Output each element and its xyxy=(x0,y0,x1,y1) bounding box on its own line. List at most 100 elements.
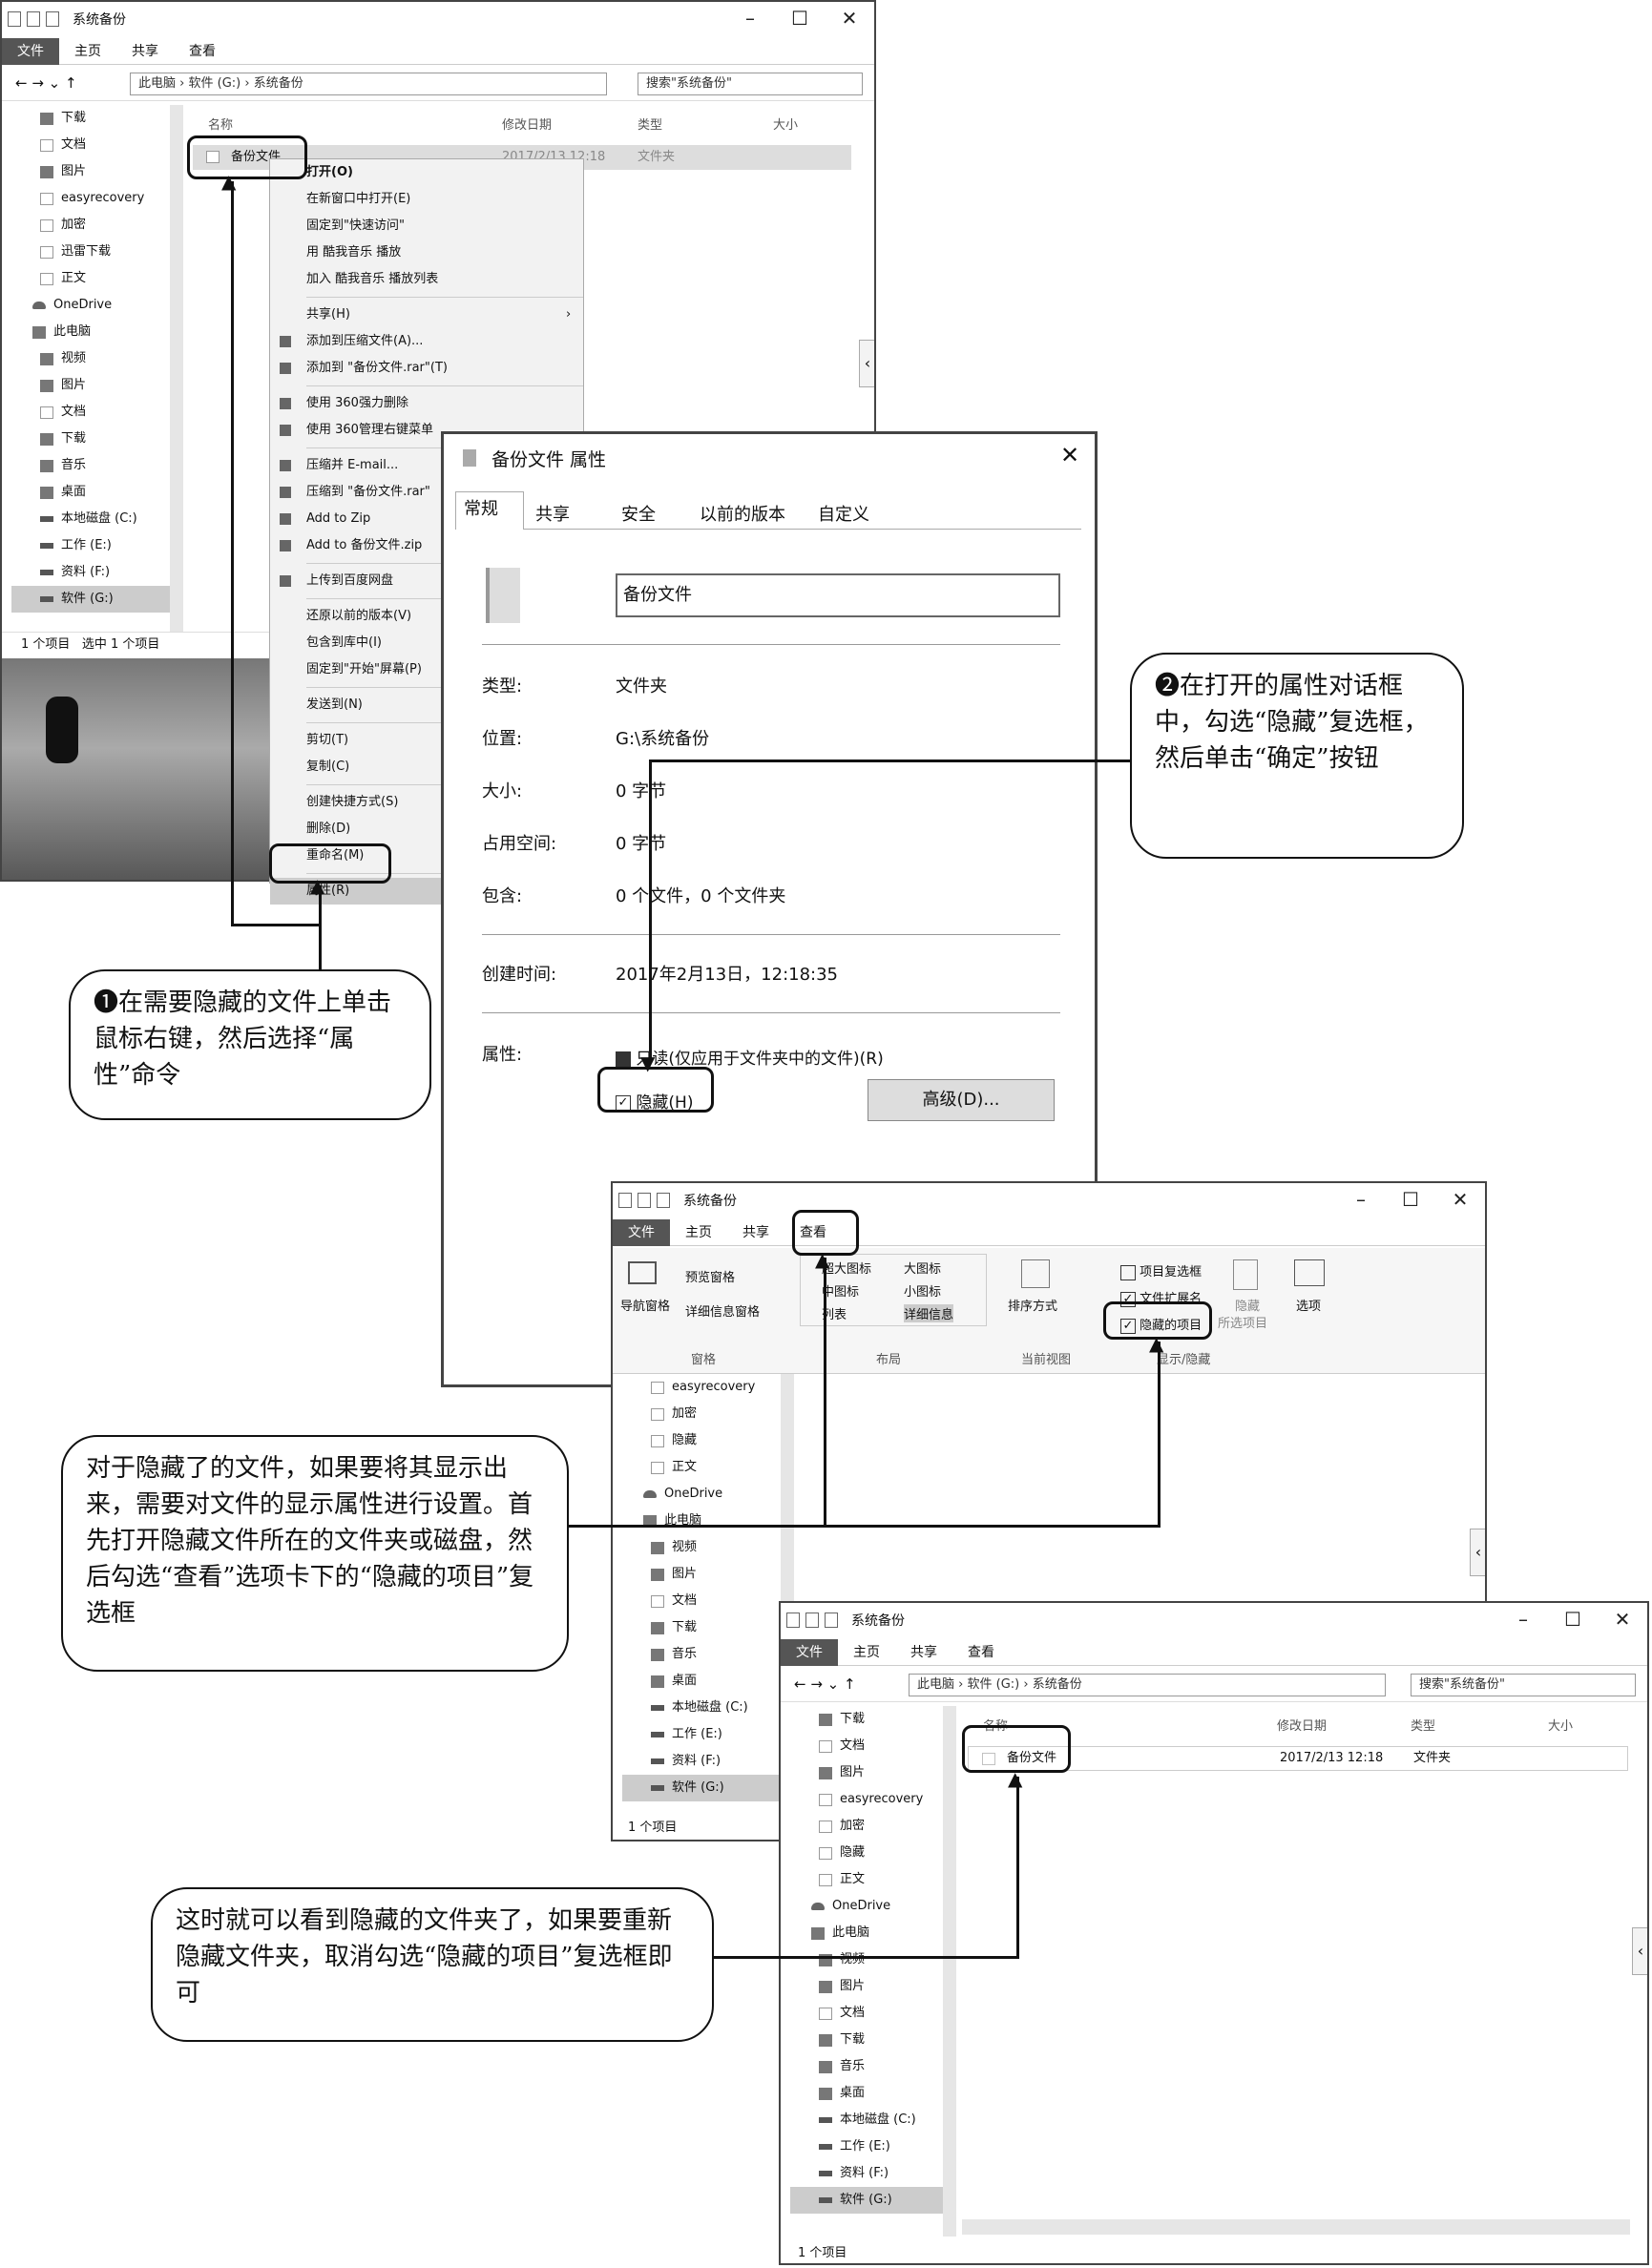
tab-general[interactable]: 常规 xyxy=(455,491,524,530)
sidebar-item[interactable]: 资料 (F:) xyxy=(40,559,174,586)
sidebar-item[interactable]: 音乐 xyxy=(819,2053,952,2080)
search-input[interactable]: 搜索"系统备份" xyxy=(1411,1674,1636,1696)
sidebar-item[interactable]: 图片 xyxy=(819,1759,952,1786)
readonly-checkbox[interactable]: 只读(仅应用于文件夹中的文件)(R) xyxy=(616,1045,884,1069)
sidebar-item[interactable]: 音乐 xyxy=(651,1641,784,1668)
menu-item[interactable]: 剪切(T) xyxy=(306,733,349,747)
menu-item[interactable]: 重命名(M) xyxy=(306,848,365,863)
menu-item[interactable]: 压缩并 E-mail... xyxy=(270,452,583,479)
minimize-button[interactable]: – xyxy=(745,7,755,30)
options-button[interactable]: 选项 xyxy=(1296,1300,1322,1314)
sidebar-item[interactable]: 工作 (E:) xyxy=(819,2133,952,2160)
menu-item[interactable]: 创建快捷方式(S) xyxy=(306,795,399,809)
sidebar-item[interactable]: 迅雷下载 xyxy=(40,239,174,265)
tab-sharing[interactable]: 共享 xyxy=(535,505,570,525)
tab-share[interactable]: 共享 xyxy=(132,44,158,59)
hidden-items-checkbox[interactable]: ✓ 隐藏的项目 xyxy=(1120,1315,1202,1334)
sidebar-item[interactable]: 图片 xyxy=(40,158,174,185)
maximize-button[interactable]: ☐ xyxy=(1402,1188,1419,1211)
close-button[interactable]: ✕ xyxy=(841,7,858,30)
column-size[interactable]: 大小 xyxy=(773,118,799,133)
sidebar-item[interactable]: 文档 xyxy=(40,132,174,158)
sidebar-item[interactable]: 正文 xyxy=(819,1866,952,1893)
sidebar-item-selected[interactable]: 软件 (G:) xyxy=(622,1775,784,1801)
menu-item[interactable]: 使用 360强力删除 xyxy=(270,390,583,417)
column-name[interactable]: 名称 xyxy=(208,118,234,133)
sidebar-item[interactable]: 隐藏 xyxy=(819,1840,952,1866)
maximize-button[interactable]: ☐ xyxy=(791,7,808,30)
column-date[interactable]: 修改日期 xyxy=(502,118,553,133)
item-checkboxes[interactable]: 项目复选框 xyxy=(1120,1261,1202,1280)
sidebar-item[interactable]: 加密 xyxy=(819,1813,952,1840)
sidebar-item[interactable]: 本地磁盘 (C:) xyxy=(40,506,174,532)
sidebar-item[interactable]: OneDrive xyxy=(643,1481,784,1508)
menu-item[interactable]: 用 酷我音乐 播放 xyxy=(306,245,402,260)
menu-item[interactable]: 使用 360管理右键菜单 xyxy=(270,417,583,444)
sidebar-item[interactable]: 下载 xyxy=(40,426,174,452)
sidebar-item[interactable]: 工作 (E:) xyxy=(40,532,174,559)
new-folder-icon[interactable] xyxy=(657,1193,670,1208)
menu-item[interactable]: 固定到"快速访问" xyxy=(306,218,405,233)
tab-security[interactable]: 安全 xyxy=(621,505,656,525)
menu-item[interactable]: 删除(D) xyxy=(306,822,351,836)
address-bar[interactable]: 此电脑 › 软件 (G:) › 系统备份 xyxy=(909,1674,1386,1696)
tab-share[interactable]: 共享 xyxy=(742,1225,769,1240)
column-type[interactable]: 类型 xyxy=(1411,1719,1436,1734)
close-button[interactable]: ✕ xyxy=(1452,1188,1469,1211)
layout-gallery[interactable]: 超大图标 大图标 中图标 小图标 列表 详细信息 xyxy=(800,1254,987,1326)
preview-pane-button[interactable]: 预览窗格 xyxy=(685,1271,736,1285)
breadcrumb-drive[interactable]: 软件 (G:) xyxy=(967,1677,1020,1692)
sidebar-item[interactable]: 音乐 xyxy=(40,452,174,479)
menu-item[interactable]: 添加到压缩文件(A)... xyxy=(270,328,583,355)
search-input[interactable]: 搜索"系统备份" xyxy=(638,73,863,95)
expand-pane-button[interactable]: ‹ xyxy=(859,340,874,387)
tab-view[interactable]: 查看 xyxy=(800,1225,826,1240)
breadcrumb-this-pc[interactable]: 此电脑 xyxy=(917,1677,955,1692)
sidebar-item[interactable]: 视频 xyxy=(651,1534,784,1561)
sidebar-item[interactable]: 图片 xyxy=(651,1561,784,1588)
layout-option[interactable]: 大图标 xyxy=(904,1262,942,1277)
properties-icon[interactable] xyxy=(805,1613,819,1628)
sidebar-item[interactable]: 文档 xyxy=(40,399,174,426)
sidebar-item[interactable]: 下载 xyxy=(819,2027,952,2053)
sidebar-scrollbar[interactable] xyxy=(943,1706,956,2237)
menu-item-open[interactable]: 打开(O) xyxy=(306,165,353,179)
address-bar[interactable]: 此电脑 › 软件 (G:) › 系统备份 xyxy=(130,73,607,95)
sidebar-item[interactable]: 文档 xyxy=(651,1588,784,1614)
expand-pane-button[interactable]: ‹ xyxy=(1632,1927,1647,1975)
sidebar-item[interactable]: 此电脑 xyxy=(643,1508,784,1534)
sidebar-item[interactable]: 图片 xyxy=(40,372,174,399)
menu-item[interactable]: 还原以前的版本(V) xyxy=(306,609,412,623)
column-date[interactable]: 修改日期 xyxy=(1277,1719,1328,1734)
sidebar-item-selected[interactable]: 软件 (G:) xyxy=(11,586,174,613)
sidebar-item[interactable]: 桌面 xyxy=(40,479,174,506)
sidebar-item[interactable]: 下载 xyxy=(40,105,174,132)
sidebar-item[interactable]: 视频 xyxy=(40,345,174,372)
menu-item[interactable]: Add to 备份文件.zip xyxy=(270,532,583,559)
breadcrumb-this-pc[interactable]: 此电脑 xyxy=(138,76,177,91)
file-row[interactable]: 备份文件 2017/2/13 12:18 文件夹 xyxy=(968,1746,1628,1771)
breadcrumb-folder[interactable]: 系统备份 xyxy=(1032,1677,1082,1692)
close-icon[interactable]: ✕ xyxy=(1060,442,1080,468)
menu-item[interactable]: 加入 酷我音乐 播放列表 xyxy=(306,272,439,286)
sort-button[interactable]: 排序方式 xyxy=(1008,1300,1058,1314)
layout-option-selected[interactable]: 详细信息 xyxy=(904,1304,954,1322)
tab-file[interactable]: 文件 xyxy=(2,38,59,65)
column-type[interactable]: 类型 xyxy=(638,118,663,133)
sidebar-item[interactable]: 此电脑 xyxy=(32,319,174,345)
sidebar-item[interactable]: 资料 (F:) xyxy=(651,1748,784,1775)
sidebar-item[interactable]: 隐藏 xyxy=(651,1427,784,1454)
sidebar-item[interactable]: easyrecovery xyxy=(40,185,174,212)
tab-home[interactable]: 主页 xyxy=(74,44,101,59)
properties-icon[interactable] xyxy=(638,1193,651,1208)
breadcrumb-drive[interactable]: 软件 (G:) xyxy=(188,76,241,91)
sidebar-item[interactable]: 图片 xyxy=(819,1973,952,2000)
sidebar-item[interactable]: 工作 (E:) xyxy=(651,1721,784,1748)
details-pane-button[interactable]: 详细信息窗格 xyxy=(685,1305,761,1320)
sidebar-item[interactable]: 桌面 xyxy=(651,1668,784,1695)
sidebar-item-selected[interactable]: 软件 (G:) xyxy=(790,2187,952,2214)
column-size[interactable]: 大小 xyxy=(1548,1719,1574,1734)
close-button[interactable]: ✕ xyxy=(1614,1608,1631,1631)
sidebar-item[interactable]: 正文 xyxy=(651,1454,784,1481)
sidebar-item[interactable]: 文档 xyxy=(819,1733,952,1759)
